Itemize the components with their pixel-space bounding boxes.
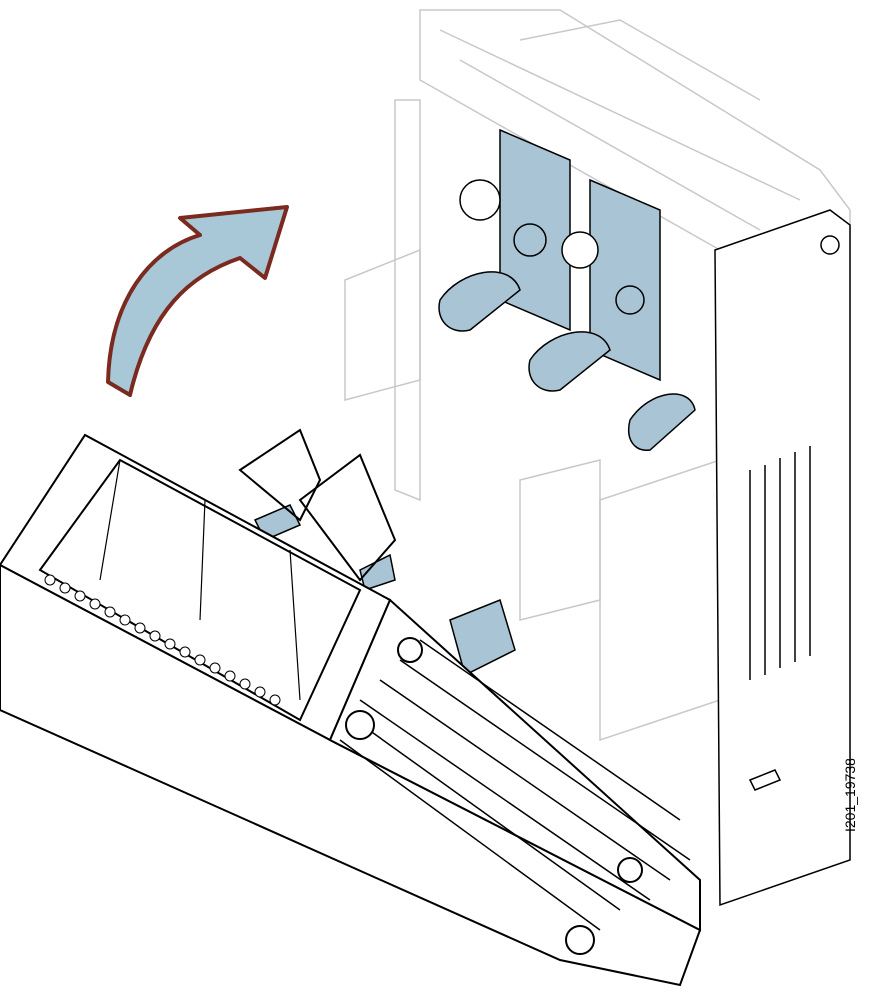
fuse-carrier <box>0 428 702 987</box>
contact-parts <box>253 128 696 677</box>
carrier-rib-row <box>44 574 281 706</box>
vent-slots <box>749 446 811 680</box>
right-side-panel <box>714 209 851 907</box>
rotation-arrow-icon <box>106 205 289 397</box>
carrier-grip-slots <box>339 639 691 931</box>
figure-id-label: I201_19738 <box>842 758 858 832</box>
